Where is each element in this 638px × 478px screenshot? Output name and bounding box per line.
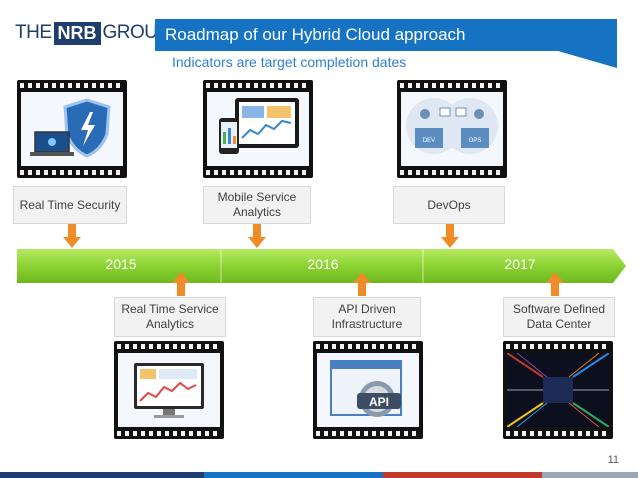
company-logo: THE NRB GROUP [15,19,170,47]
timeline-year-2015: 2015 [105,256,137,272]
timeline-band [17,249,626,283]
film-frame-security [17,80,127,178]
tablet-phone-analytics-image [207,92,309,166]
api-text: API [369,395,389,409]
title-bar-tail [558,51,617,68]
timeline-year-2017: 2017 [504,256,536,272]
datacenter-cables-image [507,353,609,427]
down-arrow-icon [248,224,266,248]
page-number: 11 [607,454,619,466]
down-arrow-icon [441,224,459,248]
api-window-image: API [317,353,419,427]
up-arrow-icon [353,272,371,296]
devops-ops-tag: OPS [469,138,482,144]
film-frame-devops: DEV OPS [397,80,507,178]
milestone-label-api-driven-infrastructure: API Driven Infrastructure [313,297,421,337]
film-frame-mobile [203,80,313,178]
title-bar: Roadmap of our Hybrid Cloud approach [155,19,617,51]
devops-dev-tag: DEV [423,138,435,144]
milestone-label-software-defined-data-center: Software Defined Data Center [503,297,615,337]
timeline-year-2016: 2016 [307,256,339,272]
up-arrow-icon [172,272,190,296]
milestone-label-mobile-service-analytics: Mobile Service Analytics [203,186,311,224]
logo-text-nrb: NRB [53,21,101,45]
down-arrow-icon [63,224,81,248]
up-arrow-icon [546,272,564,296]
slide-title: Roadmap of our Hybrid Cloud approach [165,25,466,44]
footer-color-bar [0,472,638,478]
milestone-label-devops: DevOps [393,186,505,224]
logo-text-the: THE [15,22,52,43]
film-frame-datacenter [503,341,613,439]
film-frame-service-analytics [114,341,224,439]
logo-text-group: GROUP [102,22,171,43]
devops-team-image: DEV OPS [401,92,503,166]
milestone-label-real-time-security: Real Time Security [13,186,127,224]
monitor-dashboard-image [118,353,220,427]
slide-subtitle: Indicators are target completion dates [172,54,407,70]
milestone-label-real-time-service-analytics: Real Time Service Analytics [114,297,226,337]
film-frame-api: API [313,341,423,439]
security-shield-laptop-image [21,92,123,166]
